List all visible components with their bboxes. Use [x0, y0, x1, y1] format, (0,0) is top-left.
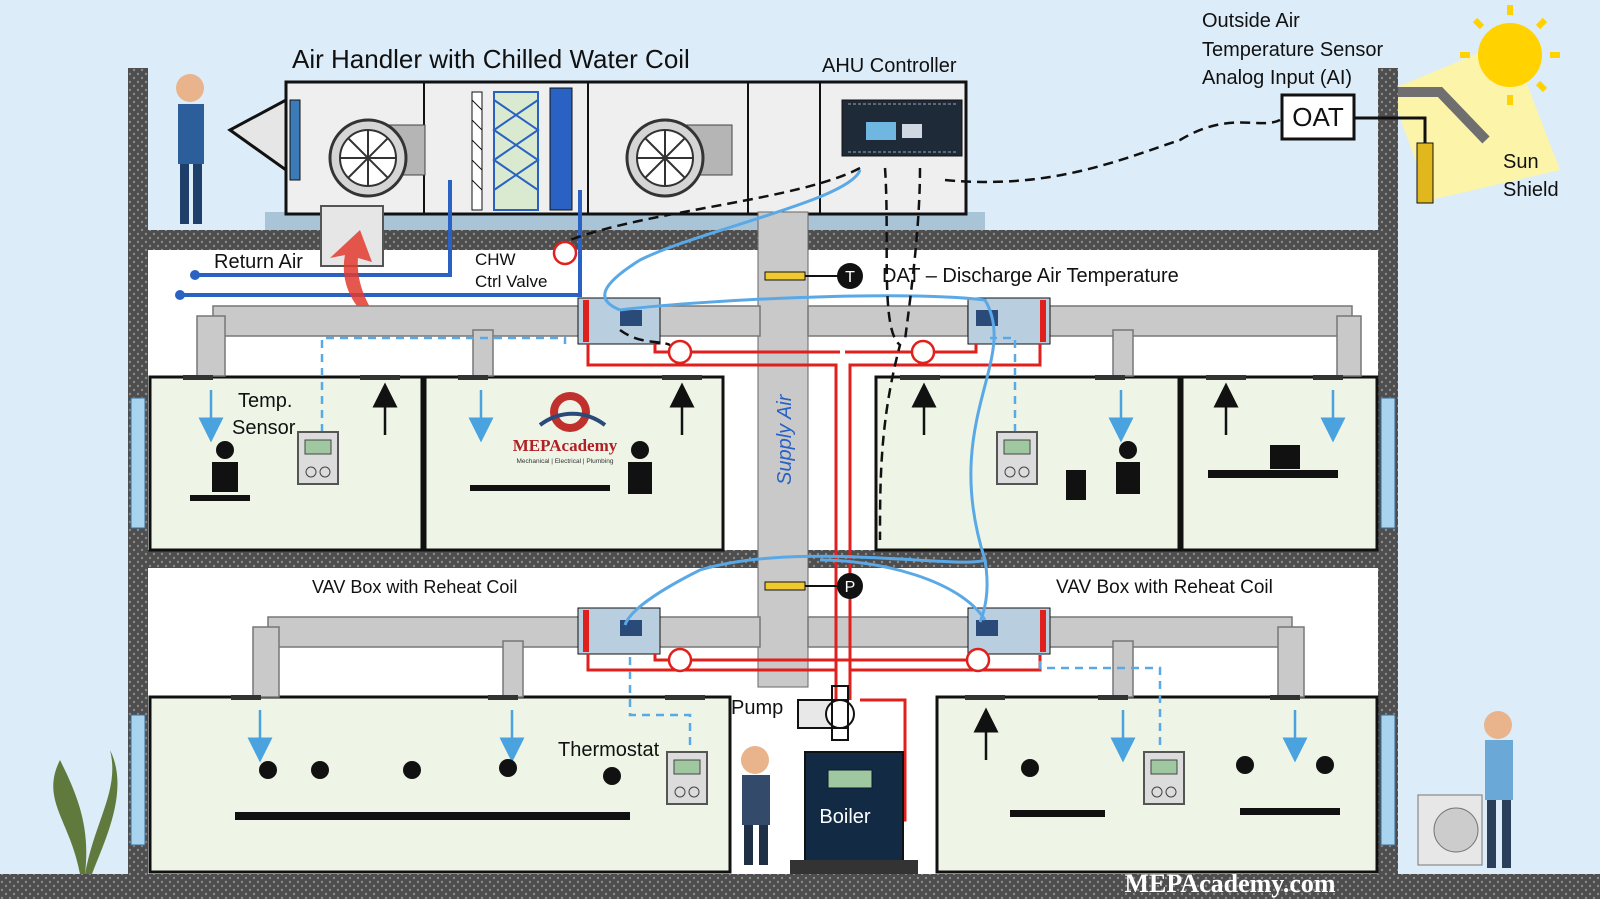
chilled-water-coil — [492, 87, 573, 211]
temp-sensor-line2: Sensor — [232, 417, 296, 439]
occupant-silhouettes — [190, 441, 1340, 820]
chw-valve-line2: Ctrl Valve — [475, 272, 547, 291]
oat-box-label: OAT — [1292, 102, 1344, 132]
boiler — [790, 751, 918, 874]
supply-air-shaft — [757, 211, 809, 688]
oat-label-line2: Temperature Sensor — [1202, 39, 1384, 61]
return-air-label: Return Air — [214, 251, 303, 273]
supply-fan-icon — [625, 118, 733, 198]
sun-shield-icon — [1398, 87, 1490, 144]
thermostat-wiring — [320, 336, 1162, 745]
sensor-wiring — [603, 169, 996, 626]
return-fan-icon — [328, 118, 426, 198]
temp-symbol: T — [845, 269, 855, 286]
ceiling-grilles — [183, 375, 1343, 700]
oat-label-line1: Outside Air — [1202, 10, 1300, 32]
pump-icon — [797, 685, 855, 741]
boiler-label: Boiler — [819, 806, 870, 828]
plant-icon — [53, 750, 118, 874]
oat-sensor — [1280, 87, 1490, 204]
window-panels — [130, 397, 1396, 846]
thermostat-icons — [297, 431, 1185, 805]
vav-box-upper-left — [577, 297, 661, 345]
control-wiring — [569, 118, 1281, 541]
footer-url: MEPAcademy.com — [1124, 869, 1335, 898]
pump-label: Pump — [731, 697, 783, 719]
return-air-lines — [175, 180, 582, 330]
return-arrows — [372, 382, 1239, 760]
mep-academy-logo: MEPAcademy Mechanical | Electrical | Plu… — [513, 392, 618, 465]
valves — [552, 240, 991, 673]
pressure-symbol: P — [845, 579, 856, 596]
pressure-sensor — [764, 573, 863, 599]
thermostat-label: Thermostat — [558, 739, 660, 761]
vav-box-lower-left — [577, 607, 661, 655]
logo-tagline: Mechanical | Electrical | Plumbing — [517, 458, 614, 465]
sun-shield-line2: Shield — [1503, 179, 1559, 201]
rooms — [148, 375, 1379, 874]
chw-valve-line1: CHW — [475, 250, 516, 269]
return-air-arrow-icon — [330, 230, 385, 330]
temp-sensor-line1: Temp. — [238, 390, 292, 412]
dat-sensor — [764, 263, 863, 289]
logo-name: MEPAcademy — [513, 436, 618, 455]
supply-air-label: Supply Air — [774, 393, 796, 485]
technician-icons — [176, 74, 1513, 868]
dat-label: DAT – Discharge Air Temperature — [882, 265, 1179, 287]
hot-water-piping — [586, 344, 1042, 822]
oat-label-line3: Analog Input (AI) — [1202, 67, 1352, 89]
air-handler-unit — [227, 80, 985, 267]
condenser-unit — [1417, 794, 1483, 866]
supply-arrows — [198, 390, 1346, 763]
ahu-controller-device — [841, 99, 963, 157]
sun-shield-line1: Sun — [1503, 151, 1539, 173]
vav-right-label: VAV Box with Reheat Coil — [1056, 577, 1273, 598]
vav-left-label: VAV Box with Reheat Coil — [312, 577, 517, 597]
filter-rack — [471, 91, 483, 211]
ahu-controller-label: AHU Controller — [822, 55, 957, 77]
ahu-title: Air Handler with Chilled Water Coil — [292, 44, 690, 74]
